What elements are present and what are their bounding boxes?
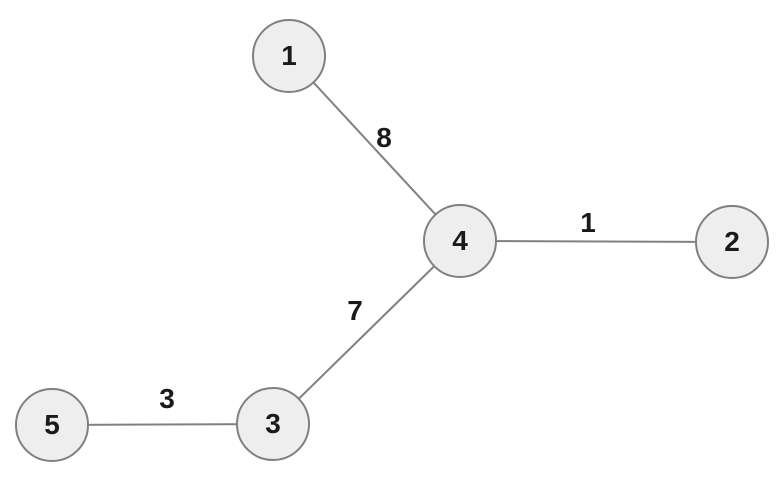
node-5: 5 xyxy=(15,388,89,462)
node-label-5: 5 xyxy=(44,409,60,440)
node-label-2: 2 xyxy=(724,226,740,257)
edge-weight-1-4: 8 xyxy=(376,122,392,153)
edge-4-2 xyxy=(459,240,733,243)
edge-weight-4-3: 7 xyxy=(347,295,363,326)
node-2: 2 xyxy=(695,205,769,279)
node-1: 1 xyxy=(252,19,326,93)
edge-4-3 xyxy=(272,240,461,425)
edge-weight-3-5: 3 xyxy=(159,383,175,414)
node-label-3: 3 xyxy=(265,408,281,439)
node-4: 4 xyxy=(423,204,497,278)
node-label-4: 4 xyxy=(452,225,468,256)
node-label-1: 1 xyxy=(281,40,297,71)
edge-1-4 xyxy=(288,55,461,242)
edge-weight-4-2: 1 xyxy=(580,207,596,238)
node-3: 3 xyxy=(236,387,310,461)
